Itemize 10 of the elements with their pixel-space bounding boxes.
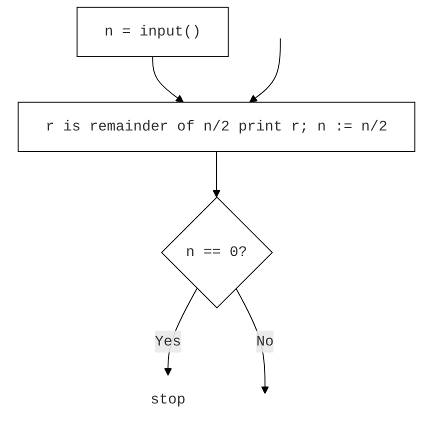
edge-label: Yes xyxy=(154,333,182,350)
arrow xyxy=(152,56,184,103)
node-box: n = input() xyxy=(76,6,229,58)
arrow xyxy=(236,288,269,394)
edge-label: No xyxy=(256,333,274,350)
arrow xyxy=(249,38,281,103)
node-diamond: n == 0? xyxy=(160,196,273,308)
node-box: r is remainder of n/2 print r; n := n/2 xyxy=(18,102,416,152)
node-text: stop xyxy=(150,392,186,408)
arrow xyxy=(212,151,221,198)
